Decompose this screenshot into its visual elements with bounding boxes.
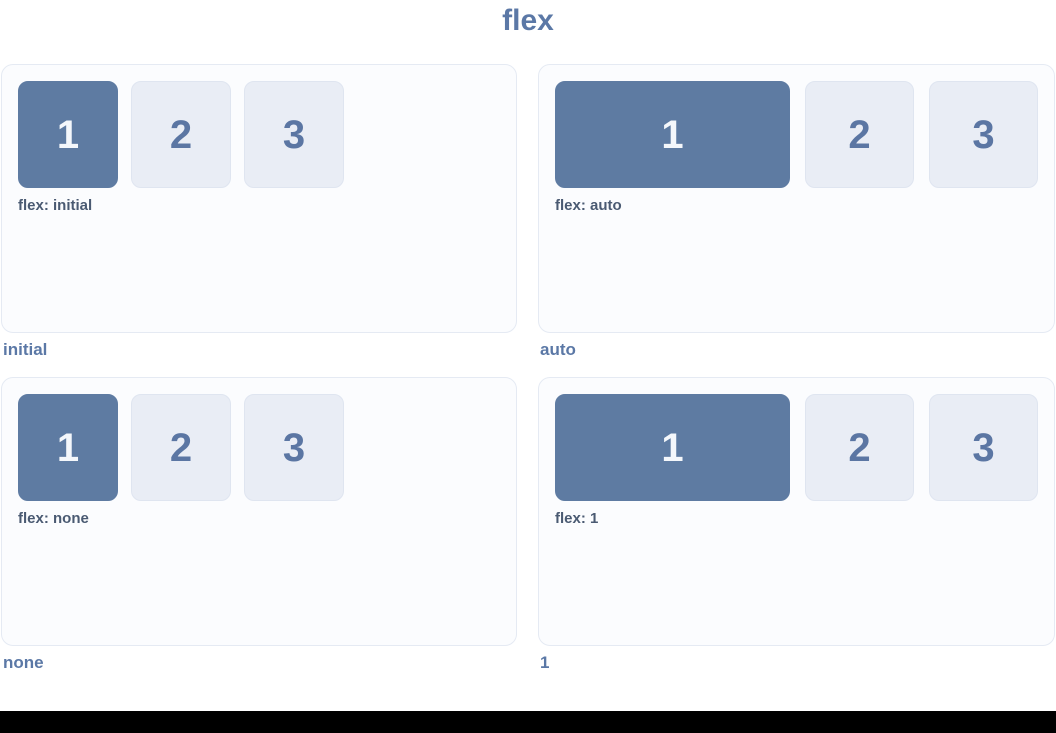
flex-row: 1 2 3 <box>18 81 500 188</box>
flex-item-2: 2 <box>805 394 914 501</box>
demo-grid: 1 2 3 flex: initial initial 1 2 3 flex: … <box>0 64 1056 690</box>
demo-panel-initial: 1 2 3 flex: initial <box>1 64 517 333</box>
panel-caption: initial <box>3 340 48 359</box>
panel-label: flex: 1 <box>555 510 599 527</box>
demo-cell-1: 1 2 3 flex: 1 1 <box>538 377 1055 673</box>
demo-panel-none: 1 2 3 flex: none <box>1 377 517 646</box>
flex-item-1: 1 <box>555 394 790 501</box>
panel-caption: 1 <box>540 653 550 672</box>
panel-caption: none <box>3 653 44 672</box>
demo-panel-1: 1 2 3 flex: 1 <box>538 377 1055 646</box>
flex-row: 1 2 3 <box>555 81 1038 188</box>
flex-row: 1 2 3 <box>18 394 500 501</box>
panel-caption: auto <box>540 340 576 359</box>
demo-panel-auto: 1 2 3 flex: auto <box>538 64 1055 333</box>
panel-label: flex: none <box>18 510 89 527</box>
flex-item-2: 2 <box>131 81 231 188</box>
flex-item-1: 1 <box>555 81 790 188</box>
demo-cell-auto: 1 2 3 flex: auto auto <box>538 64 1055 360</box>
flex-item-3: 3 <box>244 394 344 501</box>
flex-row: 1 2 3 <box>555 394 1038 501</box>
demo-cell-initial: 1 2 3 flex: initial initial <box>1 64 517 360</box>
flex-item-3: 3 <box>929 81 1038 188</box>
flex-item-1: 1 <box>18 394 118 501</box>
flex-item-2: 2 <box>805 81 914 188</box>
flex-item-1: 1 <box>18 81 118 188</box>
panel-label: flex: initial <box>18 197 93 214</box>
flex-item-3: 3 <box>929 394 1038 501</box>
page-title: flex <box>502 4 554 37</box>
page: flex 1 2 3 flex: initial initial 1 2 3 <box>0 6 1056 733</box>
demo-cell-none: 1 2 3 flex: none none <box>1 377 517 673</box>
flex-item-3: 3 <box>244 81 344 188</box>
panel-label: flex: auto <box>555 197 622 214</box>
bottom-bar <box>0 711 1056 733</box>
flex-item-2: 2 <box>131 394 231 501</box>
